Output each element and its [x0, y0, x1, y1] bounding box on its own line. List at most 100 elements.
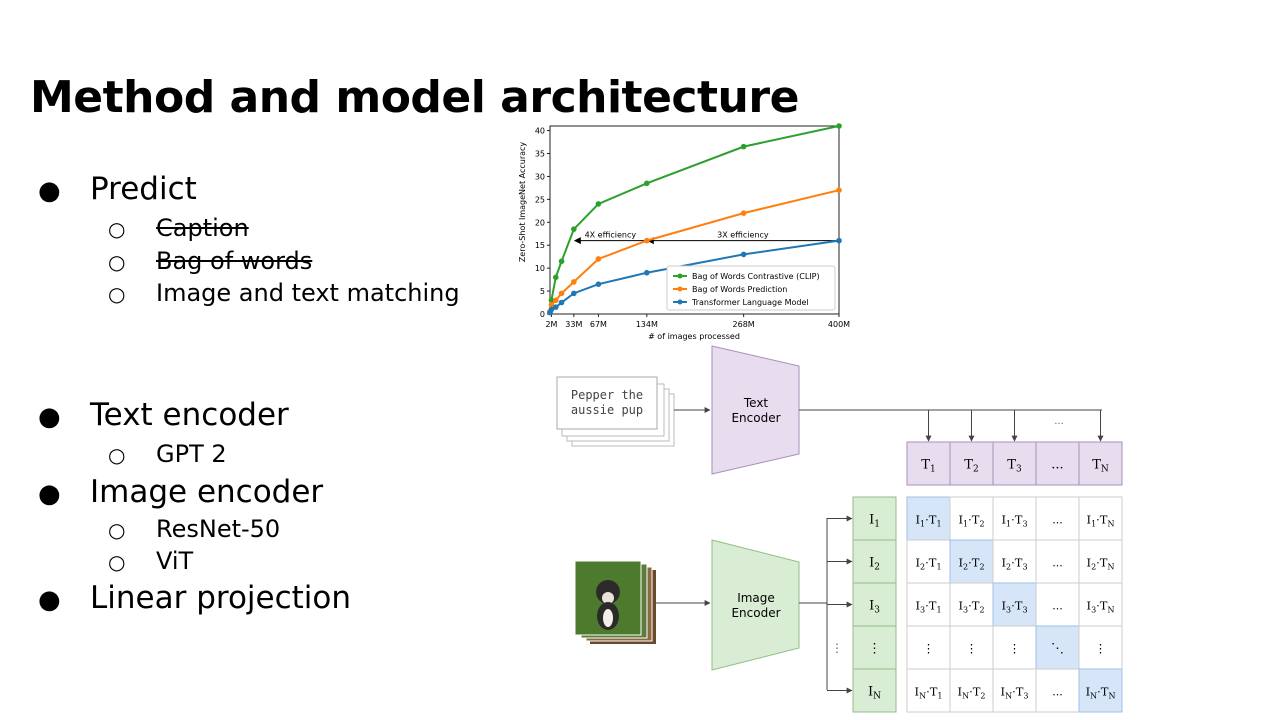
efficiency-label: 3X efficiency [717, 231, 769, 240]
matrix-ddots: ⋱ [1051, 642, 1064, 657]
matrix-cell [1078, 582, 1123, 627]
y-tick-label: 15 [535, 241, 545, 250]
legend-marker [677, 299, 683, 305]
matrix-cell [1035, 496, 1080, 541]
image-input-stack [574, 560, 656, 644]
image-embedding-cell [852, 539, 897, 584]
x-tick-label: 268M [733, 320, 755, 329]
chart-annotations: 4X efficiency 3X efficiency [573, 231, 839, 245]
matrix-ellipsis: ... [1052, 557, 1063, 570]
x-tick-label: 67M [590, 320, 607, 329]
image-embedding-label: ⋮ [868, 642, 881, 657]
matrix-cell [1035, 539, 1080, 584]
sub-bullet-resnet: ○ResNet-50 [108, 515, 281, 543]
y-tick-label: 40 [535, 127, 545, 136]
text-encoder-label-2: Encoder [731, 411, 780, 425]
matrix-vdots: ⋮ [966, 642, 978, 656]
y-tick-label: 5 [540, 287, 545, 296]
data-point [595, 201, 602, 207]
chart-series [547, 123, 842, 316]
series-line [547, 187, 842, 315]
data-point [571, 279, 577, 285]
data-point [552, 304, 559, 310]
text-input-line-1: Pepper the [571, 388, 643, 402]
matrix-vdots: ⋮ [1009, 642, 1021, 656]
image-embedding-label: I3 [869, 599, 880, 616]
bullet-predict: ●Predict [38, 171, 197, 207]
efficiency-arrowhead [573, 237, 581, 245]
y-tick-label: 25 [535, 195, 545, 204]
matrix-cell-diagonal [992, 582, 1037, 627]
series-line [547, 237, 842, 316]
legend-marker [677, 273, 683, 279]
text-feature-arrows [925, 410, 1104, 442]
matrix-ellipsis: ... [1052, 686, 1063, 699]
data-point [836, 187, 842, 193]
sub-bullet-vit-label: ViT [156, 547, 194, 575]
sub-bullet-image-text-matching: ○Image and text matching [108, 279, 460, 307]
text-input-line-2: aussie pup [571, 403, 643, 417]
bullet-image-encoder: ●Image encoder [38, 474, 324, 510]
y-tick-label: 10 [535, 264, 545, 273]
sub-bullet-caption-label: Caption [156, 214, 249, 242]
legend-box [666, 265, 836, 311]
bullet-linear-projection-label: Linear projection [90, 580, 352, 616]
matrix-cell [992, 668, 1037, 713]
data-point [836, 237, 842, 244]
matrix-cell [1078, 625, 1123, 670]
text-embedding-cell [1078, 441, 1123, 486]
matrix-cell-diagonal [906, 496, 951, 541]
sub-bullet-bag-of-words-label: Bag of words [156, 247, 313, 275]
sub-bullet-resnet-label: ResNet-50 [156, 515, 281, 543]
matrix-cell [992, 539, 1037, 584]
data-point [558, 290, 565, 297]
sub-bullet-vit: ○ViT [108, 547, 194, 575]
vdots-branch: ⋮ [831, 641, 843, 655]
matrix-cell [949, 496, 994, 541]
data-point [644, 237, 650, 244]
text-embedding-cell [1035, 441, 1080, 486]
matrix-cell [906, 582, 951, 627]
y-tick-label: 0 [540, 310, 545, 319]
matrix-cell [992, 625, 1037, 670]
bullet-list: ●Predict ○Caption ○Bag of words ○Image a… [38, 168, 518, 628]
image-feature-arrows [827, 515, 853, 694]
data-point [836, 123, 842, 129]
text-encoder-block [711, 345, 800, 475]
x-tick-label: 134M [636, 320, 658, 329]
text-embedding-label: ... [1051, 458, 1063, 473]
bullet-text-encoder: ●Text encoder [38, 397, 289, 433]
chart-frame [549, 125, 840, 315]
data-point [740, 210, 747, 216]
data-point [644, 269, 650, 276]
data-point [571, 290, 577, 297]
ellipsis-top: ... [1054, 416, 1064, 427]
efficiency-label: 4X efficiency [585, 231, 637, 240]
text-encoder-label-1: Text [743, 396, 769, 410]
text-embedding-cell [992, 441, 1037, 486]
data-point [740, 251, 747, 258]
image-embedding-cell [852, 625, 897, 670]
legend-label: Bag of Words Contrastive (CLIP) [692, 272, 820, 281]
image-embedding-label: I1 [869, 513, 880, 530]
sub-bullet-caption: ○Caption [108, 214, 249, 242]
image-embedding-cell [852, 668, 897, 713]
text-input-stack: Pepper the aussie pup [556, 376, 675, 447]
bullet-image-encoder-label: Image encoder [90, 474, 324, 510]
matrix-cell-diagonal [1078, 668, 1123, 713]
legend-label: Transformer Language Model [691, 298, 809, 307]
chart-legend: Bag of Words Contrastive (CLIP)Bag of Wo… [666, 265, 836, 311]
data-point [740, 143, 747, 150]
matrix-cell [906, 668, 951, 713]
chart-x-axis-label: # of images processed [648, 332, 740, 341]
image-encoder-label-1: Image [737, 591, 775, 605]
chart-y-axis-label: Zero-Shot ImageNet Accuracy [518, 142, 527, 263]
image-embedding-cell [852, 582, 897, 627]
data-point [552, 297, 559, 304]
sub-bullet-gpt2-label: GPT 2 [156, 440, 227, 468]
slide-title: Method and model architecture [30, 72, 799, 123]
